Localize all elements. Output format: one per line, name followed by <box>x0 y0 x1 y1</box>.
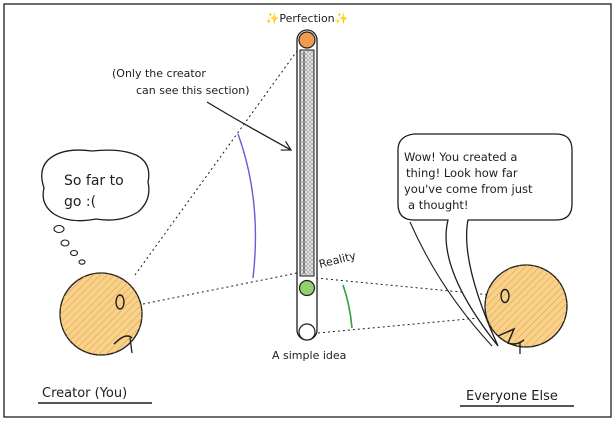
creator-view-arc <box>237 133 257 279</box>
note-arrow <box>206 101 293 151</box>
note-line-1: (Only the creator <box>112 67 206 80</box>
perfection-marker <box>298 31 316 49</box>
thought-line-1: So far to <box>64 173 124 189</box>
speech-tail-stroke <box>409 221 493 347</box>
creator-label: Creator (You) <box>42 386 127 401</box>
thought-line-2: go :( <box>64 194 96 210</box>
simple-idea-label: A simple idea <box>272 349 346 362</box>
speech-line-4: a thought! <box>408 198 469 212</box>
reality-label: Reality <box>318 249 358 271</box>
everyone-view-arc <box>342 284 353 329</box>
speech-line-1: Wow! You created a <box>404 150 517 164</box>
creator-face <box>59 272 143 356</box>
hidden-section <box>299 49 315 277</box>
speech-line-2: thing! Look how far <box>406 166 518 180</box>
outer-frame <box>3 3 612 418</box>
everyone-face <box>484 264 568 354</box>
note-line-2: can see this section) <box>136 84 250 97</box>
speech-line-3: you've come from just <box>404 182 533 196</box>
perfection-label: ✨Perfection✨ <box>266 12 349 25</box>
progress-bar <box>296 29 318 341</box>
reality-marker <box>298 279 316 297</box>
idea-marker <box>298 323 316 341</box>
everyone-label: Everyone Else <box>466 389 558 404</box>
speech-bubble <box>397 133 573 347</box>
thought-bubble <box>41 149 150 265</box>
